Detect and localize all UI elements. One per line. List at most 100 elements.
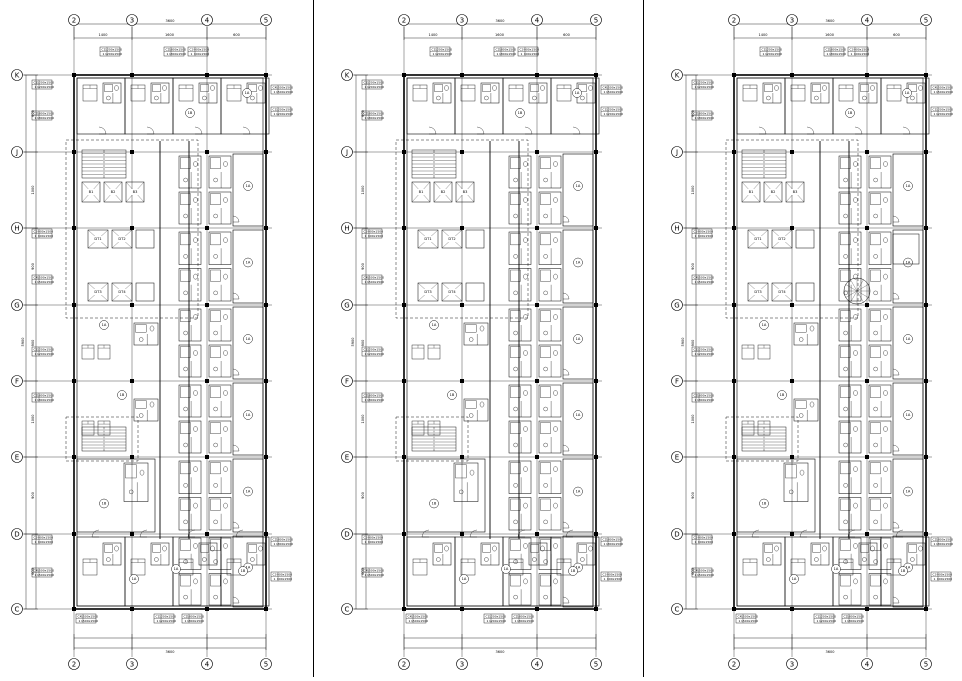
- bathtub-icon: [180, 193, 191, 205]
- bathroom-outline: [198, 542, 218, 566]
- window-tag-code: C2: [183, 614, 187, 618]
- spiral-stair-tread: [856, 290, 869, 298]
- bathroom-outline: [150, 82, 170, 104]
- toilet-icon: [479, 401, 485, 408]
- bathroom-outline: [208, 460, 232, 494]
- basin-icon: [250, 557, 255, 562]
- room-tag-label: 1A: [906, 413, 911, 417]
- toilet-icon: [523, 161, 528, 167]
- bathtub-icon: [210, 462, 221, 475]
- window-tag-label: 1500x1500: [367, 275, 384, 279]
- room-tag-label: 1A: [906, 490, 911, 494]
- bathtub-icon: [152, 544, 161, 553]
- bathroom-outline: [868, 497, 892, 531]
- bathtub-icon: [180, 310, 191, 322]
- window-tag-count: 1: [35, 573, 37, 577]
- dimension-left-segment: 600: [31, 568, 35, 575]
- toilet-icon: [139, 469, 145, 476]
- bathroom-outline: [178, 308, 202, 342]
- structural-column: [130, 379, 134, 383]
- bathroom-outline: [868, 460, 892, 494]
- grid-bubble-K-circle: [671, 69, 683, 81]
- room-outline: [880, 536, 930, 607]
- structural-column: [790, 455, 794, 459]
- structural-column: [402, 226, 406, 230]
- toilet-icon: [774, 85, 779, 91]
- lift-label: DT4: [118, 290, 126, 294]
- basin-icon: [799, 337, 804, 342]
- bathroom-outline: [538, 268, 562, 302]
- basin-icon: [459, 489, 464, 495]
- guest-room: [562, 229, 594, 304]
- grid-bubble-bottom-3-circle: [456, 658, 468, 670]
- dimension-bottom-total: 3600: [166, 650, 175, 654]
- window-tag-label: 1500x1500: [276, 85, 293, 89]
- bathtub-icon: [210, 539, 221, 551]
- bathroom-outline: [868, 191, 892, 225]
- window-tag-code: C4: [363, 275, 367, 279]
- room-tag-circle: [185, 108, 195, 118]
- structural-column: [402, 379, 406, 383]
- room-tag-label: 1A: [792, 577, 797, 581]
- grid-bubble-bottom-5-label: 5: [264, 660, 268, 668]
- bathroom-outline: [538, 191, 562, 225]
- structural-column: [865, 455, 869, 459]
- structural-column: [790, 150, 794, 154]
- structural-column: [790, 607, 794, 611]
- window-tag-count: 1: [817, 619, 819, 623]
- dimension-left-total: 5900: [21, 338, 25, 347]
- window-tag-label: 1800x1500: [169, 47, 186, 51]
- bathroom-outline: [538, 420, 562, 454]
- dimension-top-segment: 1600: [165, 33, 174, 37]
- bathtub-icon: [210, 422, 221, 434]
- basin-icon: [843, 213, 848, 219]
- toilet-icon: [553, 161, 558, 167]
- door-swing: [562, 521, 570, 529]
- room-tag-circle: [243, 181, 253, 191]
- window-tag-count: 1: [827, 52, 829, 56]
- door-swing: [562, 596, 570, 604]
- grid-bubble-J-circle: [341, 146, 353, 158]
- grid-bubble-C-circle: [11, 603, 23, 615]
- room-tag-circle: [903, 257, 913, 268]
- grid-bubble-bottom-2-label: 2: [72, 660, 76, 668]
- structural-column: [72, 73, 76, 77]
- bathroom-outline: [208, 420, 232, 454]
- guest-room: [76, 458, 156, 533]
- lift-label: DT2: [778, 237, 785, 241]
- structural-column: [594, 226, 598, 230]
- door-swing: [854, 126, 863, 135]
- structural-column: [865, 379, 869, 383]
- window-tag-code: C4: [33, 568, 37, 572]
- bathtub-icon: [465, 400, 477, 409]
- structural-column: [402, 455, 406, 459]
- window-tag-label: 1800x1500: [936, 537, 953, 541]
- bathroom-outline: [538, 537, 562, 570]
- window-tag-label: 900x1500: [698, 234, 713, 238]
- structural-column: [460, 607, 464, 611]
- window-tag-code: C4: [932, 85, 936, 89]
- structural-column: [402, 73, 406, 77]
- structural-column: [594, 379, 598, 383]
- structural-column: [732, 150, 736, 154]
- lift-car: [771, 282, 793, 302]
- basin-icon: [843, 366, 848, 372]
- lift-label-bg: [447, 236, 457, 242]
- room-outline: [454, 77, 504, 135]
- dimension-top-segment: 1400: [759, 33, 768, 37]
- toilet-icon: [853, 578, 858, 585]
- window-tag-label: 1500x1500: [697, 280, 714, 284]
- basin-icon: [484, 95, 489, 101]
- window-tag-label: 900x1500: [194, 47, 209, 51]
- window-tag-label: 1800x1500: [517, 614, 534, 618]
- toilet-icon: [149, 325, 155, 332]
- toilet-icon: [193, 161, 198, 167]
- grid-bubble-F-label: F: [675, 377, 679, 385]
- grid-bubble-bottom-2-circle: [68, 658, 80, 670]
- structural-column: [594, 303, 598, 307]
- grid-bubble-bottom-5-label: 5: [594, 660, 598, 668]
- stair-dashed-boundary: [65, 416, 139, 462]
- window-tag-count: 1: [35, 352, 37, 356]
- basin-icon: [843, 254, 848, 259]
- grid-bubble-bottom-2-label: 2: [732, 660, 736, 668]
